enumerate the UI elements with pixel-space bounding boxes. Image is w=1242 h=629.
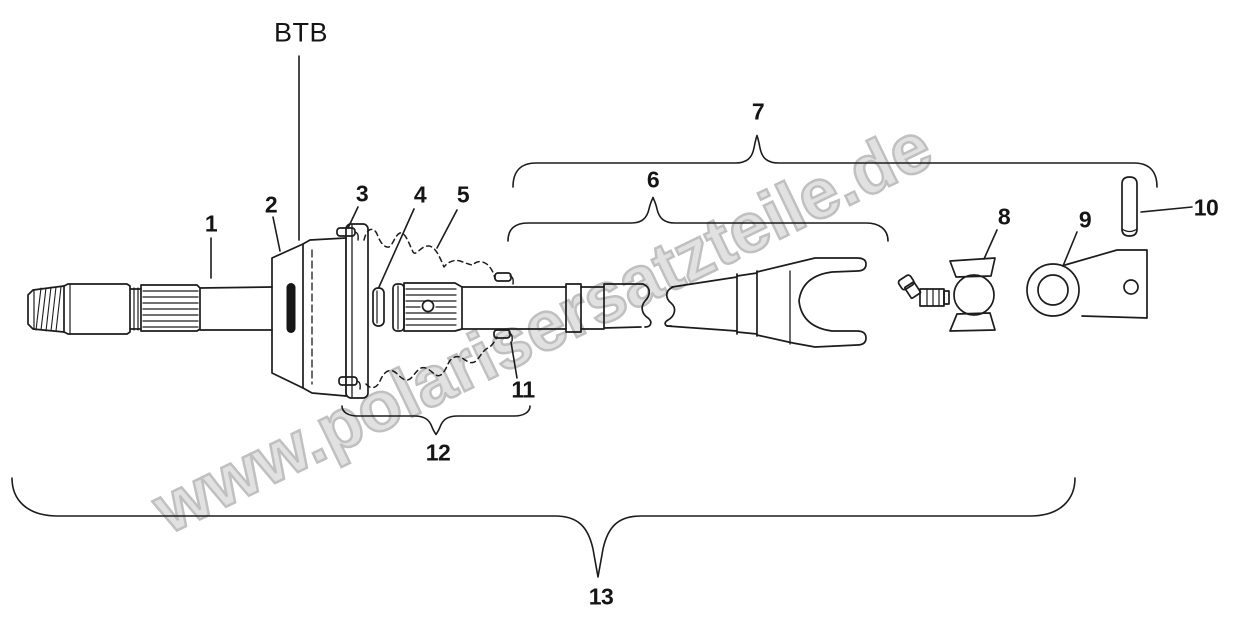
callout-13: 13 [588, 583, 614, 610]
callout-9: 9 [1078, 206, 1092, 233]
retaining-ring [372, 287, 385, 327]
stub-spline-lines [405, 288, 457, 326]
callout-12: 12 [425, 439, 451, 466]
callout-5: 5 [456, 181, 470, 208]
leader-11 [510, 341, 518, 379]
callout-6: 6 [646, 166, 660, 193]
leader-lines [210, 55, 1193, 379]
callout-7: 7 [751, 98, 765, 125]
leader-4 [378, 208, 415, 288]
cv-boot [363, 228, 498, 389]
boot-clamp-small [493, 272, 514, 342]
leader-8 [983, 229, 998, 260]
u-joint-cross-bearing [949, 257, 996, 332]
shaft-break-symbol [641, 283, 652, 328]
callout-braces [11, 134, 1158, 578]
inner-shaft-and-yoke [392, 257, 867, 348]
pin [1121, 176, 1138, 237]
outer-drive-shaft [27, 283, 273, 335]
leader-5 [436, 209, 458, 249]
callout-11: 11 [511, 376, 535, 403]
shaft-hole [421, 299, 435, 313]
yoke [756, 257, 867, 348]
leader-2 [272, 216, 281, 252]
callout-2: 2 [264, 191, 278, 218]
cv-joint-housing [271, 223, 369, 399]
thread-hatching [35, 286, 62, 332]
grease-fitting [897, 274, 950, 307]
leader-9 [1062, 231, 1078, 267]
spline-lines [142, 290, 199, 328]
yoke-eyelet-bracket [1026, 249, 1148, 319]
callout-4: 4 [413, 181, 427, 208]
callout-3: 3 [355, 180, 369, 207]
leader-3 [347, 206, 359, 229]
brace-13 [11, 477, 1076, 578]
callout-1: 1 [204, 210, 218, 237]
brace-6 [507, 196, 889, 242]
callout-8: 8 [997, 203, 1011, 230]
btb-marker-band [286, 283, 296, 333]
leader-10 [1140, 206, 1193, 213]
label-btb: BTB [273, 17, 329, 48]
bracket-hole [1123, 279, 1139, 295]
boot-clamp-large [336, 227, 361, 390]
callout-10: 10 [1193, 194, 1219, 221]
brace-12 [341, 405, 531, 436]
brace-7 [512, 134, 1158, 188]
